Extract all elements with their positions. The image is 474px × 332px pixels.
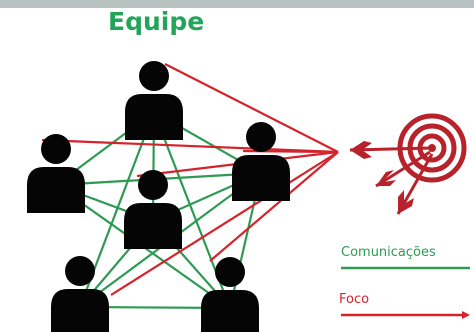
person-icon [125,61,183,140]
person-icon [124,170,182,249]
legend-focus-label: Foco [339,292,370,307]
arrow-icon [396,153,434,215]
focus-line [110,151,339,296]
focus-line [209,151,339,262]
top-band [0,0,474,8]
arrows-in-target [349,141,434,215]
focus-line [164,63,339,153]
person-icon [27,134,85,213]
legend-communications-label: Comunicações [341,245,436,260]
team-members [27,61,290,332]
person-icon [51,256,109,332]
person-icon [232,122,290,201]
arrow-icon [349,141,433,159]
focus-links [41,63,339,296]
focus-line [41,138,339,154]
person-icon [201,257,259,332]
arrow-icon [375,150,431,188]
diagram-title: Equipe [108,7,205,36]
legend-arrow-head-icon [462,311,470,319]
